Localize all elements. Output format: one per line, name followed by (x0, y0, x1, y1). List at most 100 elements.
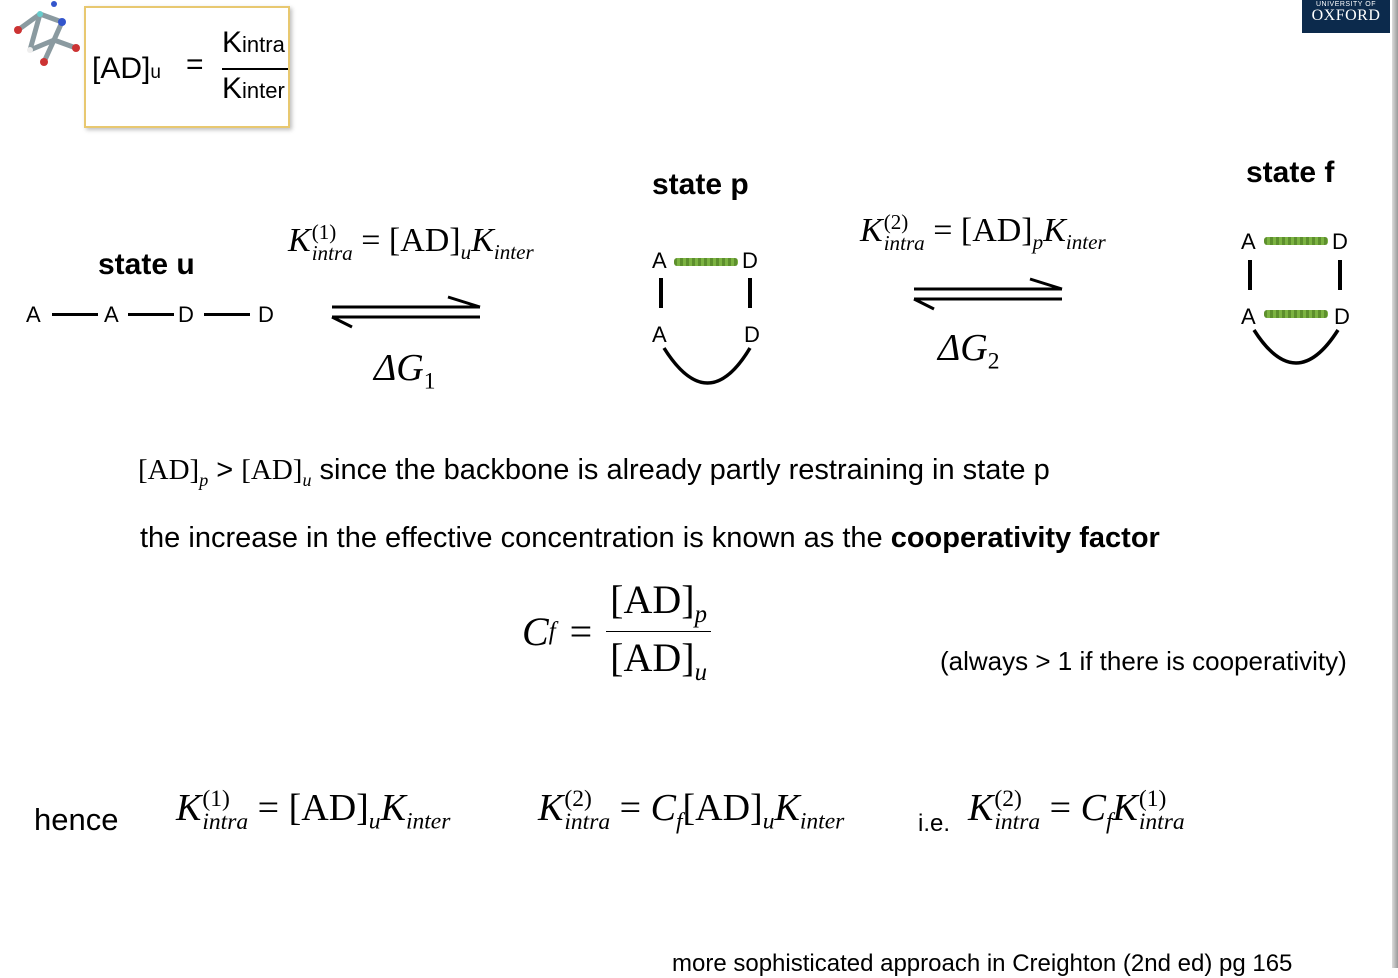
bond (1248, 260, 1252, 290)
h1-kinter: K (380, 787, 406, 829)
eq1-k: K (288, 222, 311, 259)
eq1-equals: = (361, 222, 381, 259)
box-den-k: K (222, 72, 243, 105)
h2-sup: (2) (564, 785, 592, 812)
h1-k: K (176, 787, 202, 829)
state-p-top-a: A (652, 248, 667, 273)
equation-k2: K(2)intra = [AD]pKinter (860, 212, 1106, 255)
eq2-ad: [AD] (960, 212, 1033, 249)
cooperativity-note: (always > 1 if there is cooperativity) (940, 646, 1347, 676)
equilibrium-arrows-1 (328, 294, 484, 335)
bond (204, 313, 250, 316)
eq2-equals: = (933, 212, 953, 249)
h1-sub: intra (202, 809, 249, 836)
hence-eq1: K(1)intra = [AD]uKinter (176, 786, 450, 836)
state-p-bottom-a: A (652, 322, 667, 347)
h1-ad-sub: u (368, 808, 381, 835)
h3-c-sub: f (1105, 808, 1113, 835)
box-lhs: [AD]u (92, 52, 161, 86)
state-p-title: state p (652, 168, 749, 201)
dg1-sub: 1 (423, 368, 436, 395)
comparison-line: [AD]p > [AD]u since the backbone is alre… (138, 454, 1050, 491)
state-f-bottom-a: A (1241, 304, 1256, 329)
box-equals: = (186, 48, 204, 81)
dg2-symbol: ΔG (938, 327, 988, 369)
backbone-loop (1250, 326, 1346, 377)
box-den-sub: inter (242, 78, 285, 103)
oxford-logo: UNIVERSITY OF OXFORD (1302, 0, 1390, 33)
eq1-ad: [AD] (388, 222, 461, 259)
h2-kinter-sub: inter (799, 808, 845, 835)
h1-kinter-sub: inter (405, 808, 451, 835)
line2-bold: cooperativity factor (890, 522, 1160, 554)
eq1-kinter-sub: inter (493, 239, 534, 264)
box-fraction-line (222, 68, 288, 70)
h2-equals: = (619, 787, 642, 829)
ie-label: i.e. (918, 810, 951, 837)
state-u-atom-2: A (104, 302, 119, 327)
delta-g1: ΔG1 (374, 346, 436, 396)
box-numerator: Kintra (222, 26, 285, 60)
h3-k2-sup: (1) (1138, 785, 1167, 812)
h1-ad: [AD] (288, 787, 369, 829)
footer-reference: more sophisticated approach in Creighton… (672, 950, 1293, 977)
slide-edge (1392, 0, 1398, 968)
eq1-sub: intra (311, 241, 353, 266)
line1-ad-p-sub: p (199, 469, 209, 490)
box-lhs-text: [AD] (92, 52, 151, 85)
bond (748, 278, 752, 308)
h3-equals: = (1049, 787, 1072, 829)
h3-k2: K (1112, 787, 1138, 829)
state-u-atom-4: D (258, 302, 274, 327)
cf-c-sub: f (548, 617, 556, 645)
eq1-ad-sub: u (460, 239, 472, 264)
line1-text: since the backbone is already partly res… (319, 454, 1050, 486)
cf-num-sub: p (694, 601, 707, 628)
h2-sub: intra (564, 809, 611, 836)
h3-k: K (968, 787, 994, 829)
box-num-sub: intra (242, 32, 285, 57)
bond (128, 313, 174, 316)
line1-gt: > (216, 454, 234, 486)
cf-c: C (522, 609, 549, 654)
hydrogen-bond (1264, 237, 1328, 245)
eq1-sup: (1) (311, 220, 337, 245)
state-f-top-a: A (1241, 229, 1256, 254)
h2-c: C (650, 787, 676, 829)
cf-den-sub: u (694, 659, 707, 686)
hence-label: hence (34, 802, 119, 837)
eq2-sup: (2) (883, 210, 909, 235)
eq2-kinter: K (1043, 212, 1066, 249)
logo-university-of: UNIVERSITY OF (1315, 1, 1377, 8)
dg1-symbol: ΔG (374, 347, 424, 389)
equation-k1: K(1)intra = [AD]uKinter (288, 222, 534, 265)
cooperativity-definition: the increase in the effective concentrat… (140, 522, 1160, 555)
state-u-title: state u (98, 248, 195, 281)
h2-kinter: K (774, 787, 800, 829)
state-f-title: state f (1246, 156, 1335, 189)
eq2-ad-sub: p (1032, 229, 1044, 254)
h1-sup: (1) (202, 785, 230, 812)
eq2-k: K (860, 212, 883, 249)
state-f-top-d: D (1332, 229, 1348, 254)
hydrogen-bond (1264, 310, 1328, 318)
backbone-loop (660, 344, 756, 395)
h2-ad: [AD] (682, 787, 763, 829)
hence-eq3: K(2)intra = CfK(1)intra (968, 786, 1185, 836)
cf-den: [AD] (610, 635, 695, 680)
h2-ad-sub: u (762, 808, 775, 835)
state-p-top-d: D (742, 248, 758, 273)
state-u-atom-1: A (26, 302, 41, 327)
h3-k2-sub: intra (1138, 809, 1185, 836)
box-denominator: Kinter (222, 72, 285, 106)
line1-ad-u: [AD] (241, 454, 303, 486)
eq2-kinter-sub: inter (1065, 229, 1106, 254)
bond (659, 278, 663, 308)
cf-num: [AD] (610, 577, 695, 622)
h2-k: K (538, 787, 564, 829)
equilibrium-arrows-2 (910, 276, 1066, 317)
box-lhs-sub: u (150, 62, 161, 83)
state-f-bottom-d: D (1334, 304, 1350, 329)
cf-equals: = (569, 609, 593, 654)
